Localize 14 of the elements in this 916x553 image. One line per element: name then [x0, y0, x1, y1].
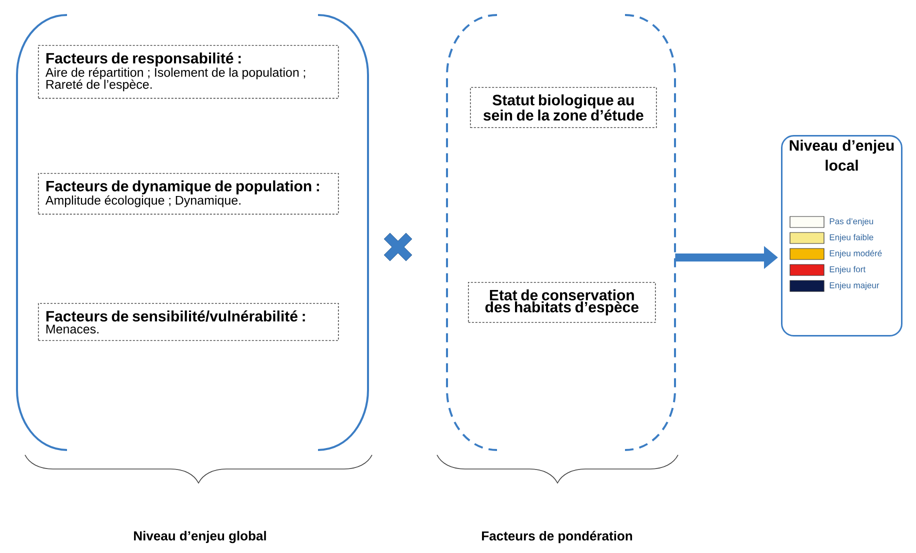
legend-label: Enjeu majeur: [830, 282, 880, 290]
factor-box: Facteurs de dynamique de population : Amplitude écologique ; Dynamique.: [38, 173, 339, 215]
legend-label: Enjeu modéré: [830, 250, 882, 258]
factor-box: Etat de conservation des habitats d’espèce: [468, 282, 656, 323]
legend-label: Enjeu fort: [830, 266, 866, 274]
factor-box: Facteurs de sensibilité/vulnérabilité : Menaces.: [38, 303, 339, 341]
bracket-group: [446, 14, 676, 451]
legend-label: Enjeu faible: [830, 234, 874, 242]
factor-box: Facteurs de responsabilité : Aire de répartition ; Isolement de la population ; Rareté de l’espèce.: [38, 45, 339, 99]
bracket-group: [16, 14, 369, 451]
brace-caption: Facteurs de pondération: [482, 530, 632, 544]
brace-caption: Niveau d’enjeu global: [134, 530, 266, 544]
legend-label: Pas d’enjeu: [830, 218, 874, 226]
factor-box: Statut biologique au sein de la zone d’étude: [470, 87, 657, 128]
